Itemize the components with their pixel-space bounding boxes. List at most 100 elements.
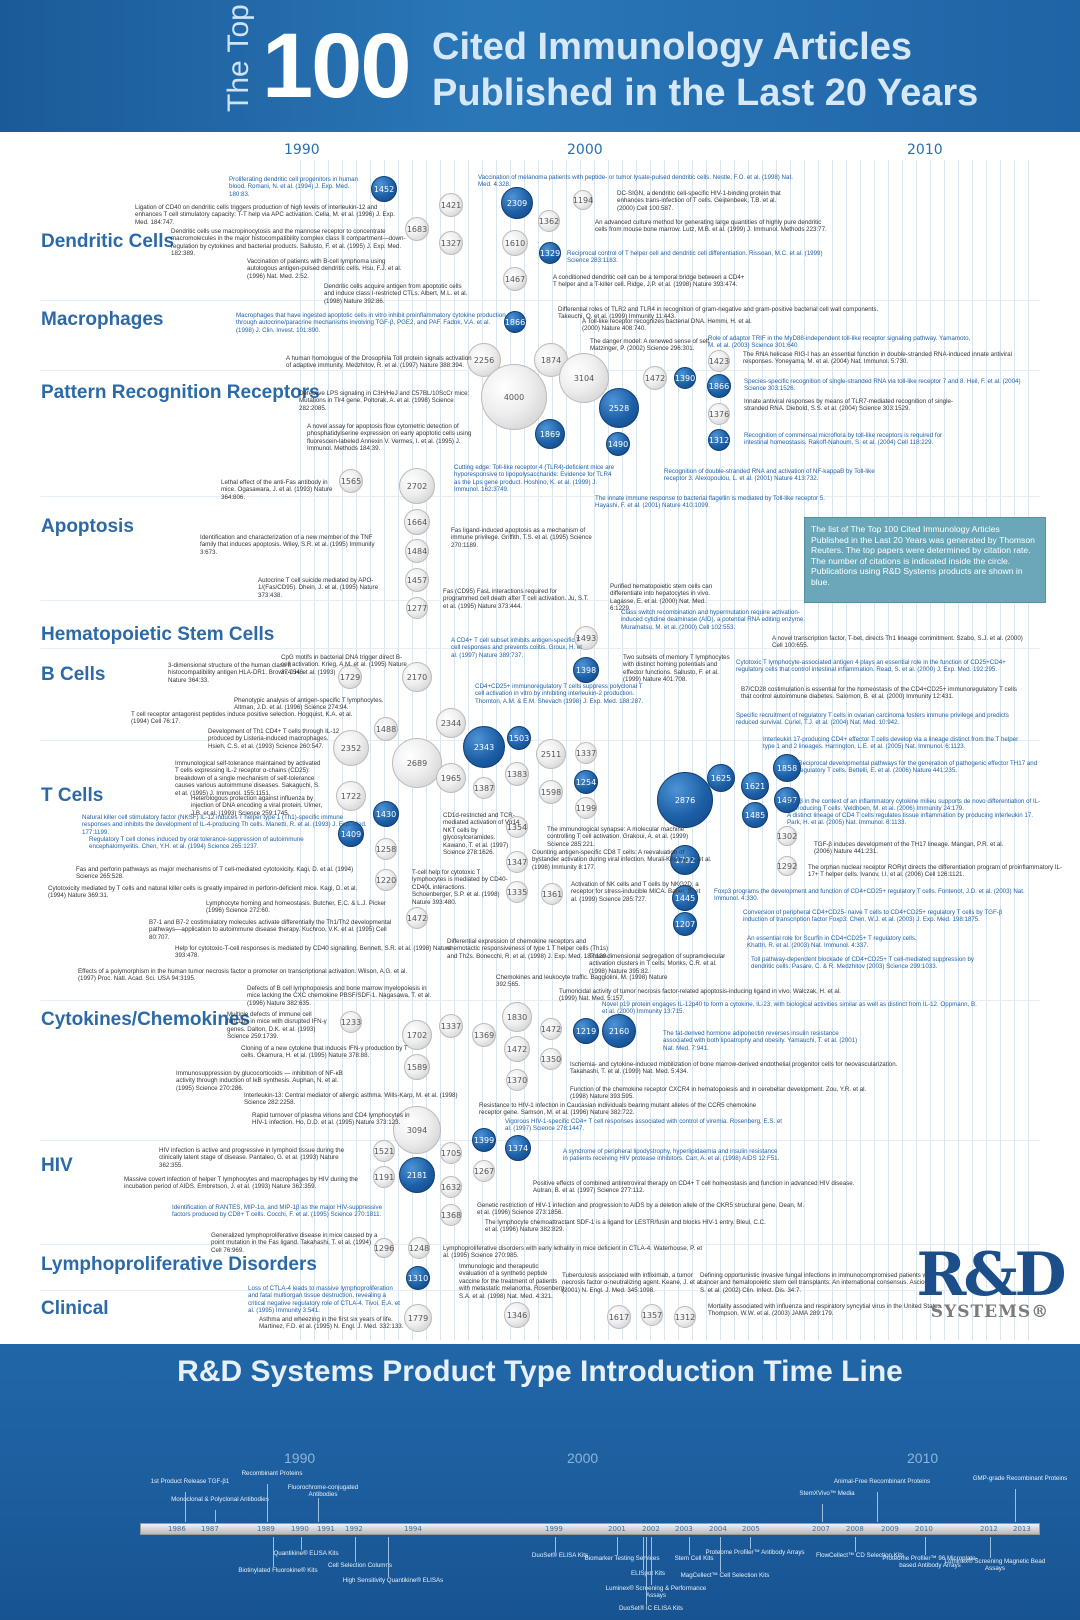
- article-citation: CD1d-restricted and TCR-mediated activat…: [443, 812, 520, 857]
- category-lymphoproliferative-disorders: Lymphoproliferative Disorders: [41, 1254, 317, 1275]
- citation-bubble: 1503: [507, 726, 531, 750]
- article-citation: Counting antigen-specific CD8 T cells: A…: [532, 849, 712, 871]
- grid-vline: [776, 160, 777, 1340]
- grid-vline: [832, 160, 833, 1340]
- article-citation: A Toll-like receptor recognizes bacteria…: [582, 318, 752, 333]
- citation-bubble: 1589: [404, 1054, 430, 1080]
- grid-hline: [40, 648, 1040, 649]
- article-citation: HIV infection is active and progressive …: [159, 1147, 345, 1169]
- citation-bubble: 3094: [393, 1106, 441, 1154]
- article-citation: Fas (CD95) FasL interactions required fo…: [443, 588, 589, 610]
- grid-vline: [314, 160, 315, 1340]
- timeline-year: 1987: [201, 1525, 219, 1533]
- timeline-year: 2003: [675, 1525, 693, 1533]
- article-citation: Heterologous protection against influenz…: [191, 795, 323, 817]
- title-line-1: Cited Immunology Articles: [432, 26, 912, 68]
- article-citation: Identification of RANTES, MIP-1α, and MI…: [172, 1204, 383, 1219]
- article-citation: Genetic restriction of HIV-1 infection a…: [477, 1202, 805, 1217]
- grid-vline: [566, 160, 567, 1340]
- citation-bubble: 1866: [504, 311, 526, 333]
- citation-bubble: 1779: [404, 1304, 432, 1332]
- timeline-year: 2009: [881, 1525, 899, 1533]
- article-citation: Lethal effect of the anti-Fas antibody i…: [221, 479, 333, 501]
- article-citation: Innate antiviral responses by means of T…: [744, 398, 954, 413]
- citation-bubble: 2181: [399, 1157, 435, 1193]
- category-b-cells: B Cells: [41, 664, 106, 685]
- article-citation: Massive covert infection of helper T lym…: [124, 1176, 358, 1191]
- timeline-label-below: Biomarker Testing Services: [584, 1555, 660, 1562]
- article-citation: Dendritic cells use macropinocytosis and…: [171, 228, 406, 258]
- timeline-tick: [651, 1537, 652, 1585]
- grid-vline: [846, 160, 847, 1340]
- timeline-tick: [273, 1537, 274, 1567]
- article-citation: An essential role for Scurfin in CD4+CD2…: [747, 935, 917, 950]
- citation-bubble: 1565: [339, 469, 363, 493]
- timeline-tick: [646, 1537, 647, 1605]
- citation-bubble: 4000: [481, 364, 547, 430]
- grid-vline: [328, 160, 329, 1340]
- timeline-label-above: Animal-Free Recombinant Proteins: [833, 1478, 931, 1485]
- timeline-tick: [185, 1492, 186, 1522]
- citation-bubble: 1792: [670, 845, 700, 875]
- citation-bubble: 1664: [404, 509, 430, 535]
- grid-vline: [916, 160, 917, 1340]
- timeline-label-below: Luminex® Screening & Performance Assays: [605, 1585, 707, 1600]
- article-citation: TGF-β in the context of an inflammatory …: [785, 798, 1041, 813]
- article-citation: Differential expression of chemokine rec…: [447, 938, 609, 960]
- citation-bubble: 1390: [674, 367, 696, 389]
- article-citation: Specific recruitment of regulatory T cel…: [736, 712, 1009, 727]
- article-citation: Help for cytotoxic-T-cell responses is m…: [175, 945, 452, 960]
- timeline-label-below: DuoSet® IC ELISA Kits: [618, 1605, 684, 1612]
- timeline-year: 1991: [317, 1525, 335, 1533]
- article-citation: Interleukin 17-producing CD4+ effector T…: [763, 736, 1019, 751]
- article-citation: Cutting edge: Toll-like receptor 4 (TLR4…: [454, 464, 615, 494]
- article-citation: Tuberculosis associated with infliximab,…: [562, 1272, 704, 1294]
- timeline-label-below: Quantikine® ELISA Kits: [273, 1550, 339, 1557]
- grid-vline: [818, 160, 819, 1340]
- timeline-year: 1986: [168, 1525, 186, 1533]
- article-citation: Ischemia- and cytokine-induced mobilizat…: [570, 1061, 898, 1076]
- article-citation: Reciprocal developmental pathways for th…: [798, 760, 1038, 775]
- article-citation: Role of adaptor TRIF in the MyD88-indepe…: [708, 335, 971, 350]
- article-citation: Identification and characterization of a…: [200, 534, 375, 556]
- timeline-tick: [750, 1537, 751, 1549]
- article-citation: A syndrome of peripheral lipodystrophy, …: [563, 1148, 780, 1163]
- grid-vline: [888, 160, 889, 1340]
- timeline-label-above: GMP-grade Recombinant Proteins: [972, 1475, 1068, 1482]
- grid-vline: [874, 160, 875, 1340]
- article-citation: Fas and perforin pathways as major mecha…: [76, 866, 354, 881]
- article-citation: Defective LPS signaling in C3H/HeJ and C…: [299, 390, 470, 412]
- article-citation: Phenotypic analysis of antigen-specific …: [234, 697, 384, 712]
- article-citation: Purified hematopoietic stem cells can di…: [610, 583, 713, 613]
- info-box: The list of The Top 100 Cited Immunology…: [804, 517, 1046, 603]
- article-citation: Resistance to HIV-1 infection in Caucasi…: [479, 1102, 757, 1117]
- citation-bubble: 1452: [371, 176, 397, 202]
- article-citation: Reciprocal control of T helper cell and …: [567, 250, 823, 265]
- footer-year-2000: 2000: [567, 1450, 599, 1466]
- citation-bubble: 1493: [574, 626, 598, 650]
- citation-bubble: 1869: [535, 419, 565, 449]
- article-citation: Cloning of a new cytokine that induces I…: [241, 1045, 408, 1060]
- article-citation: Regulatory T cell clones induced by oral…: [89, 836, 304, 851]
- timeline-label-below: ELISpot Kits: [630, 1570, 666, 1577]
- article-citation: Two subsets of memory T lymphocytes with…: [623, 654, 730, 684]
- citation-bubble: 1488: [374, 717, 398, 741]
- grid-vline: [692, 160, 693, 1340]
- grid-vline: [734, 160, 735, 1340]
- timeline-tick: [388, 1537, 389, 1577]
- timeline-tick: [925, 1537, 926, 1555]
- timeline-tick: [720, 1537, 721, 1572]
- citation-bubble: 1191: [373, 1166, 395, 1188]
- article-citation: Recognition of commensal microflora by t…: [744, 432, 943, 447]
- article-citation: CpG motifs in bacterial DNA trigger dire…: [281, 654, 407, 676]
- citation-bubble: 2876: [657, 772, 713, 828]
- citation-bubble: 2160: [602, 1014, 636, 1048]
- footer-timeline-panel: [0, 1344, 1080, 1620]
- citation-bubble: 1830: [502, 1002, 532, 1032]
- article-citation: Asthma and wheezing in the first six yea…: [259, 1316, 404, 1331]
- category-cytokines-chemokines: Cytokines/Chemokines: [41, 1009, 251, 1030]
- citation-bubble: 1457: [405, 568, 429, 592]
- article-citation: The innate immune response to bacterial …: [595, 495, 825, 510]
- article-citation: A novel transcription factor, T-bet, dir…: [772, 635, 1023, 650]
